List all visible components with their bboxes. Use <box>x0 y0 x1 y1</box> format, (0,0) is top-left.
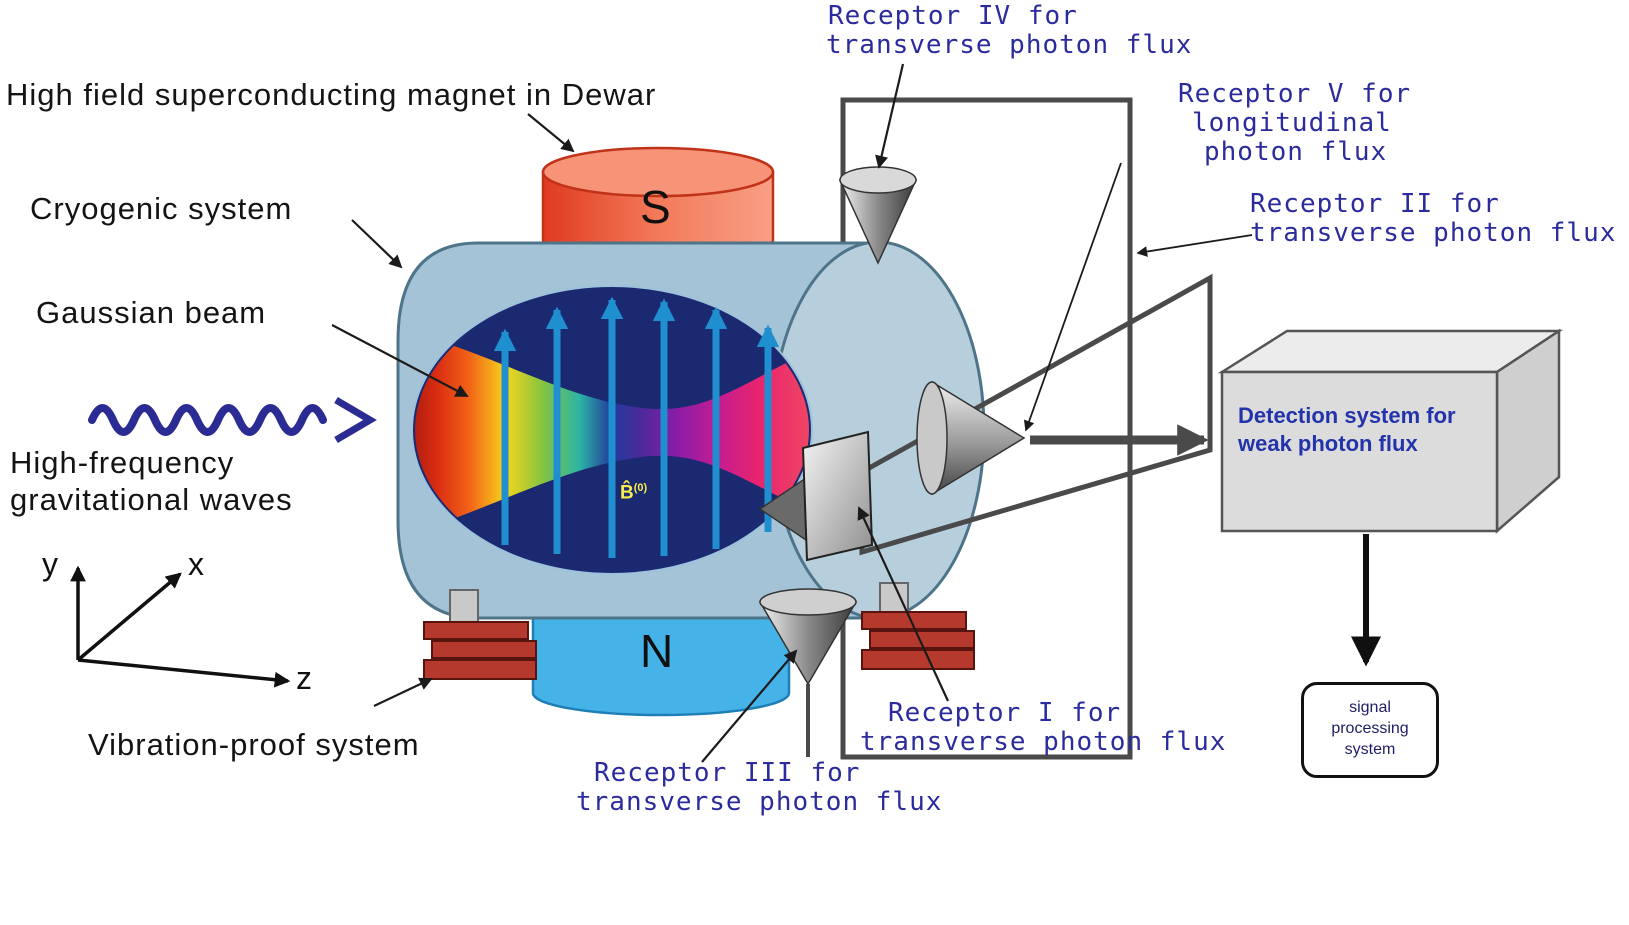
receptor-ii-label-line2: transverse photon flux <box>1250 218 1617 248</box>
receptor-iv-label-line2: transverse photon flux <box>826 30 1193 60</box>
cryogenic-pointer <box>351 219 403 269</box>
receptor-cone-iv <box>838 166 918 265</box>
magnetic-field-arrows <box>493 296 780 558</box>
vibration-stack-right <box>861 582 975 670</box>
gravitational-wave-arrow <box>88 396 377 444</box>
axis-y-label: y <box>42 546 58 582</box>
gaussian-pointer <box>331 324 469 397</box>
magnet-pointer <box>527 113 575 153</box>
receptor-ii-label: Receptor II for transverse photon flux <box>1250 190 1616 248</box>
b-field-label: B̂(0) <box>620 482 647 504</box>
receptor-ii-label-line1: Receptor II for <box>1250 189 1500 219</box>
hfgw-label-line2: gravitational waves <box>10 482 293 517</box>
receptor-v-label: Receptor V for longitudinal photon flux <box>1178 80 1411 167</box>
receptor-i-label: Receptor I for transverse photon flux <box>860 699 1226 757</box>
signal-box-line1: signal <box>1349 699 1391 716</box>
pole-n-label: N <box>640 625 674 677</box>
receptor-i-label-line2: transverse photon flux <box>860 727 1227 757</box>
annotation-arrows <box>331 63 1253 763</box>
vibration-pointer <box>373 677 433 707</box>
cryogenic-label: Cryogenic system <box>30 191 293 226</box>
signal-box-line2: processing <box>1331 720 1409 737</box>
b-field-symbol: B̂ <box>620 482 634 504</box>
receptor-iv-label-line1: Receptor IV for <box>828 1 1078 31</box>
detection-box-label-line2: weak photon flux <box>1238 431 1418 456</box>
axis-z-label: z <box>296 660 312 696</box>
receptor-v-label-line1: Receptor V for <box>1178 79 1412 109</box>
receptor-iii-label-line1: Receptor III for <box>594 758 861 788</box>
coordinate-axes <box>70 565 291 688</box>
b-field-superscript: (0) <box>633 482 648 494</box>
vibration-label: Vibration-proof system <box>88 727 420 762</box>
axis-x-label: x <box>188 546 204 582</box>
detection-box <box>1217 328 1564 534</box>
receptor-i-pointer <box>857 506 949 702</box>
gaussian-label: Gaussian beam <box>36 295 267 330</box>
receptor-iii-label-line2: transverse photon flux <box>576 787 943 817</box>
magnet-label: High field superconducting magnet in Dew… <box>6 77 657 112</box>
hfgw-label-line1: High-frequency <box>10 445 235 480</box>
receptor-cone-iii <box>758 588 858 686</box>
receptor-plate-i <box>758 430 874 562</box>
receptor-ii-pointer <box>1136 234 1253 257</box>
signal-processing-box: signal processing system <box>1301 682 1439 778</box>
receptor-cone-v <box>916 380 1026 496</box>
vibration-stack-left <box>423 589 537 680</box>
magnet-n <box>531 598 791 717</box>
receptor-iii-label: Receptor III for transverse photon flux <box>576 759 942 817</box>
receptor-v-label-line3: photon flux <box>1204 137 1388 167</box>
receptor-i-label-line1: Receptor I for <box>888 698 1122 728</box>
detection-box-label-line1: Detection system for <box>1238 403 1456 428</box>
signal-box-line3: system <box>1344 741 1396 758</box>
receptor-v-label-line2: longitudinal <box>1192 108 1392 138</box>
hfgw-label: High-frequency gravitational waves <box>10 444 293 518</box>
receptor-iv-pointer <box>875 63 905 169</box>
pole-s-label: S <box>640 181 671 233</box>
receptor-iv-label: Receptor IV for transverse photon flux <box>826 2 1192 60</box>
detection-box-label: Detection system for weak photon flux <box>1238 402 1456 458</box>
receptor-v-pointer <box>1023 162 1122 432</box>
receptor-iii-pointer <box>701 649 798 763</box>
